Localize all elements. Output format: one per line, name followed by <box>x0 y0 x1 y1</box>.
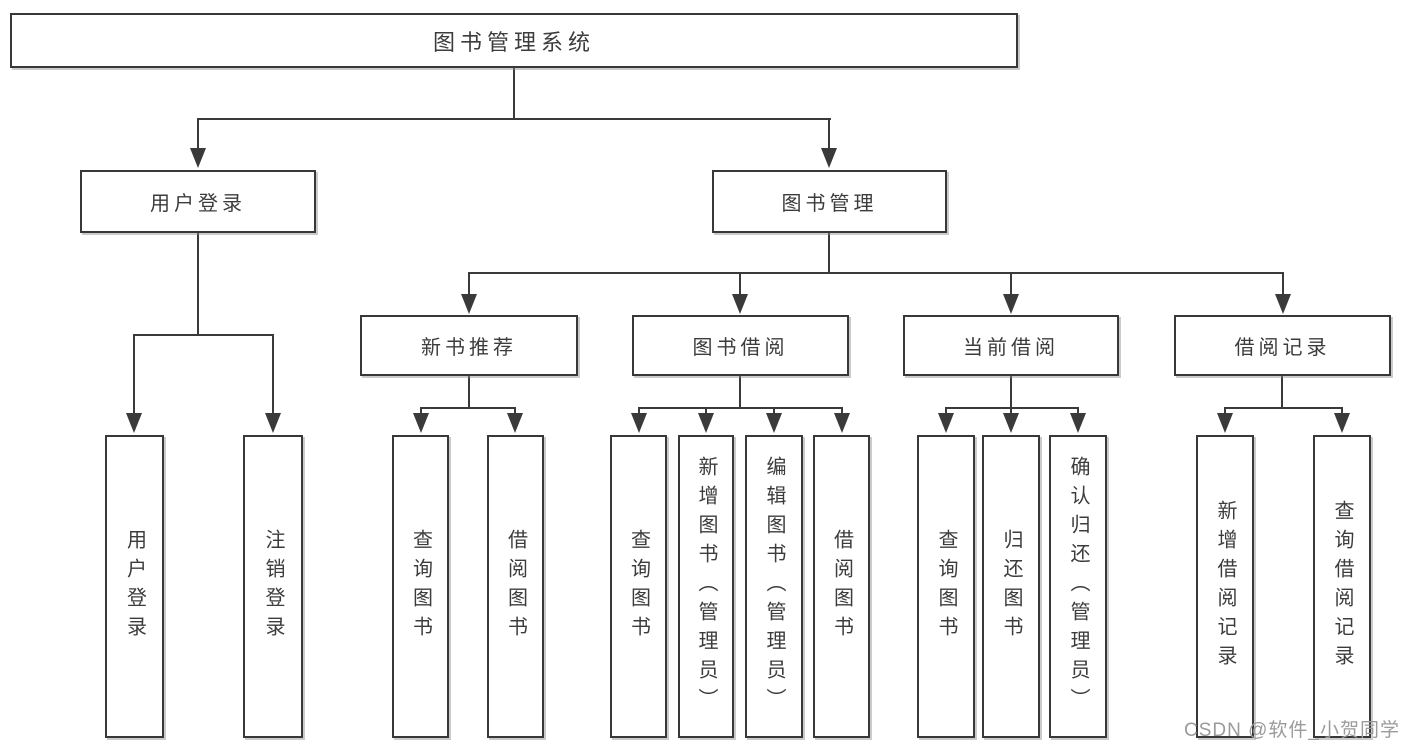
connector-bar <box>1224 407 1343 409</box>
arrow-down-icon <box>126 413 142 433</box>
connector-stem <box>1010 374 1012 409</box>
leaf-query-books-current: 查询图书 <box>917 435 975 738</box>
node-borrowing-records: 借阅记录 <box>1174 315 1391 376</box>
connector-drop <box>841 407 843 417</box>
connector-drop <box>705 407 707 417</box>
node-user-login: 用户登录 <box>80 170 316 233</box>
connector-drop <box>1224 407 1226 417</box>
leaf-user-login: 用户登录 <box>105 435 164 738</box>
leaf-query-borrow-record: 查询借阅记录 <box>1313 435 1371 738</box>
node-label: 借阅记录 <box>1234 337 1331 359</box>
connector-bar <box>638 407 842 409</box>
leaf-add-book-admin: 新增图书（管理员） <box>678 435 734 738</box>
node-label: 图书管理 <box>781 193 878 215</box>
connector-bar <box>420 407 516 409</box>
node-label: 新增图书（管理员） <box>695 456 717 717</box>
arrow-down-icon <box>698 413 714 433</box>
connector-drop <box>1077 407 1079 417</box>
connector-drop <box>468 272 470 297</box>
connector-drop <box>420 407 422 417</box>
connector-drop <box>197 118 199 152</box>
connector-drop <box>773 407 775 417</box>
node-label: 新书推荐 <box>421 337 517 359</box>
connector-drop <box>1282 272 1284 297</box>
arrow-down-icon <box>938 413 954 433</box>
arrow-down-icon <box>265 413 281 433</box>
node-label: 查询借阅记录 <box>1331 499 1353 674</box>
arrow-down-icon <box>1275 294 1291 314</box>
arrow-down-icon <box>631 413 647 433</box>
connector-bar <box>197 118 831 120</box>
node-label: 借阅图书 <box>830 528 853 645</box>
leaf-query-books-borrow: 查询图书 <box>610 435 667 738</box>
arrow-down-icon <box>1217 413 1233 433</box>
connector-stem <box>1281 374 1283 409</box>
node-label: 用户登录 <box>150 193 246 215</box>
connector-drop <box>272 334 274 415</box>
node-book-management: 图书管理 <box>712 170 947 233</box>
connector-drop <box>739 272 741 297</box>
connector-stem <box>468 374 470 409</box>
connector-drop <box>638 407 640 417</box>
node-label: 借阅图书 <box>504 528 527 645</box>
arrow-down-icon <box>732 294 748 314</box>
node-label: 确认归还（管理员） <box>1067 456 1089 717</box>
node-label: 查询图书 <box>935 528 957 645</box>
connector-drop <box>133 334 135 415</box>
arrow-down-icon <box>834 413 850 433</box>
node-label: 图书借阅 <box>692 337 789 359</box>
leaf-logout: 注销登录 <box>243 435 303 738</box>
leaf-confirm-return-admin: 确认归还（管理员） <box>1049 435 1107 738</box>
connector-stem <box>828 231 830 274</box>
leaf-query-books-recommend: 查询图书 <box>392 435 449 738</box>
leaf-return-books: 归还图书 <box>982 435 1040 738</box>
node-book-borrowing: 图书借阅 <box>632 315 849 376</box>
arrow-down-icon <box>1003 294 1019 314</box>
node-label: 查询图书 <box>627 528 650 645</box>
leaf-borrow-books-recommend: 借阅图书 <box>487 435 544 738</box>
node-label: 新增借阅记录 <box>1214 499 1236 674</box>
node-label: 归还图书 <box>1000 528 1022 645</box>
arrow-down-icon <box>461 294 477 314</box>
connector-bar <box>468 272 1284 274</box>
node-label: 用户登录 <box>123 528 146 645</box>
connector-bar <box>133 334 274 336</box>
connector-stem <box>197 231 199 336</box>
connector-drop <box>945 407 947 417</box>
connector-drop <box>1341 407 1343 417</box>
leaf-add-borrow-record: 新增借阅记录 <box>1196 435 1254 738</box>
arrow-down-icon <box>821 148 837 168</box>
node-current-borrowing: 当前借阅 <box>903 315 1119 376</box>
node-label: 注销登录 <box>262 528 284 645</box>
arrow-down-icon <box>766 413 782 433</box>
node-library-management-system: 图书管理系统 <box>10 13 1018 68</box>
connector-bar <box>945 407 1079 409</box>
leaf-borrow-books: 借阅图书 <box>813 435 870 738</box>
connector-stem <box>513 66 515 119</box>
connector-drop <box>828 118 830 152</box>
node-label: 图书管理系统 <box>432 29 595 55</box>
connector-drop <box>1010 272 1012 297</box>
node-new-book-recommendation: 新书推荐 <box>360 315 578 376</box>
watermark: CSDN @软件_小贺同学 <box>1184 720 1400 741</box>
arrow-down-icon <box>190 148 206 168</box>
node-label: 编辑图书（管理员） <box>763 456 785 717</box>
connector-stem <box>739 374 741 409</box>
arrow-down-icon <box>507 413 523 433</box>
arrow-down-icon <box>1003 413 1019 433</box>
leaf-edit-book-admin: 编辑图书（管理员） <box>745 435 803 738</box>
arrow-down-icon <box>413 413 429 433</box>
connector-drop <box>514 407 516 417</box>
node-label: 查询图书 <box>409 528 432 645</box>
arrow-down-icon <box>1070 413 1086 433</box>
arrow-down-icon <box>1334 413 1350 433</box>
connector-drop <box>1010 407 1012 417</box>
node-label: 当前借阅 <box>963 337 1059 359</box>
